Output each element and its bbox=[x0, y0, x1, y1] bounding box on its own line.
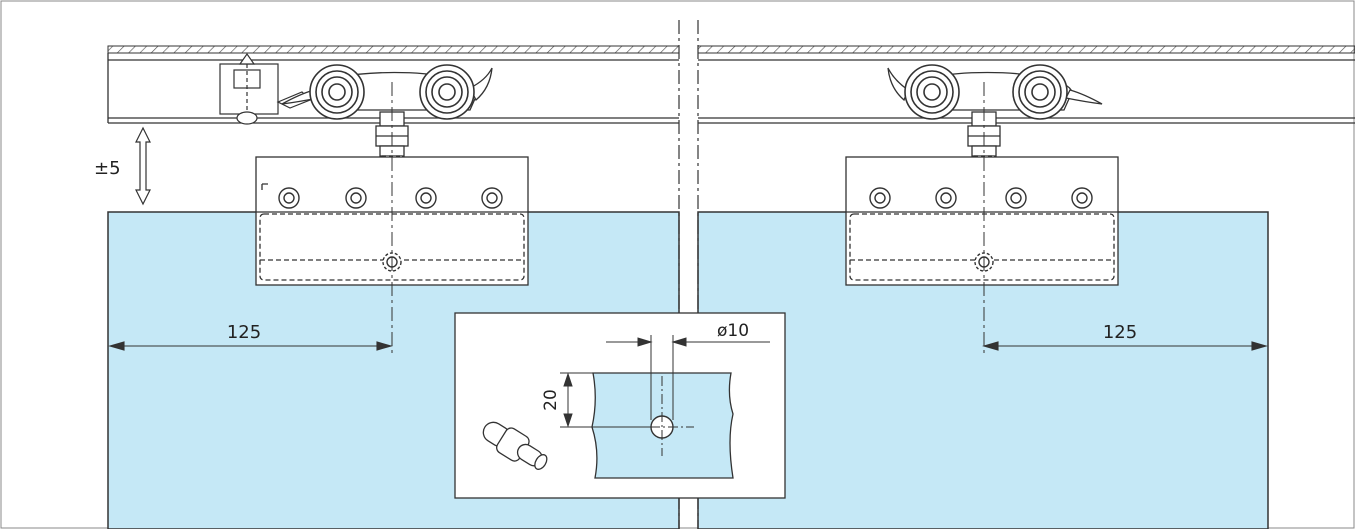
spacer-pin-icon bbox=[482, 421, 548, 470]
hole-depth-dimension bbox=[560, 372, 652, 428]
roller-wheel-right-1 bbox=[904, 64, 960, 120]
roller-wheel-right-2 bbox=[1012, 64, 1068, 120]
height-adjust-label: ±5 bbox=[94, 158, 121, 179]
height-adjust-dimension bbox=[135, 126, 151, 206]
clamp-screws-right bbox=[869, 187, 1093, 272]
hole-diameter-dimension bbox=[606, 335, 770, 420]
hole-diameter-label: ø10 bbox=[717, 321, 749, 341]
clamp-screws-left bbox=[278, 187, 503, 272]
right-offset-dimension bbox=[981, 341, 1269, 351]
hole-detail-inset: ø10 20 bbox=[454, 312, 786, 499]
end-stop bbox=[219, 52, 312, 125]
ceiling-hatch bbox=[107, 45, 1355, 54]
left-offset-dimension bbox=[107, 341, 394, 351]
right-offset-label: 125 bbox=[1103, 322, 1137, 343]
left-offset-label: 125 bbox=[227, 322, 261, 343]
track-rail bbox=[107, 53, 1355, 124]
hole-depth-label: 20 bbox=[541, 389, 561, 411]
roller-hanger-left bbox=[255, 64, 529, 356]
roller-wheel-left-2 bbox=[419, 64, 475, 120]
roller-wheel-left-1 bbox=[309, 64, 365, 120]
center-break-lines bbox=[678, 20, 699, 529]
roller-hanger-right bbox=[845, 64, 1119, 356]
